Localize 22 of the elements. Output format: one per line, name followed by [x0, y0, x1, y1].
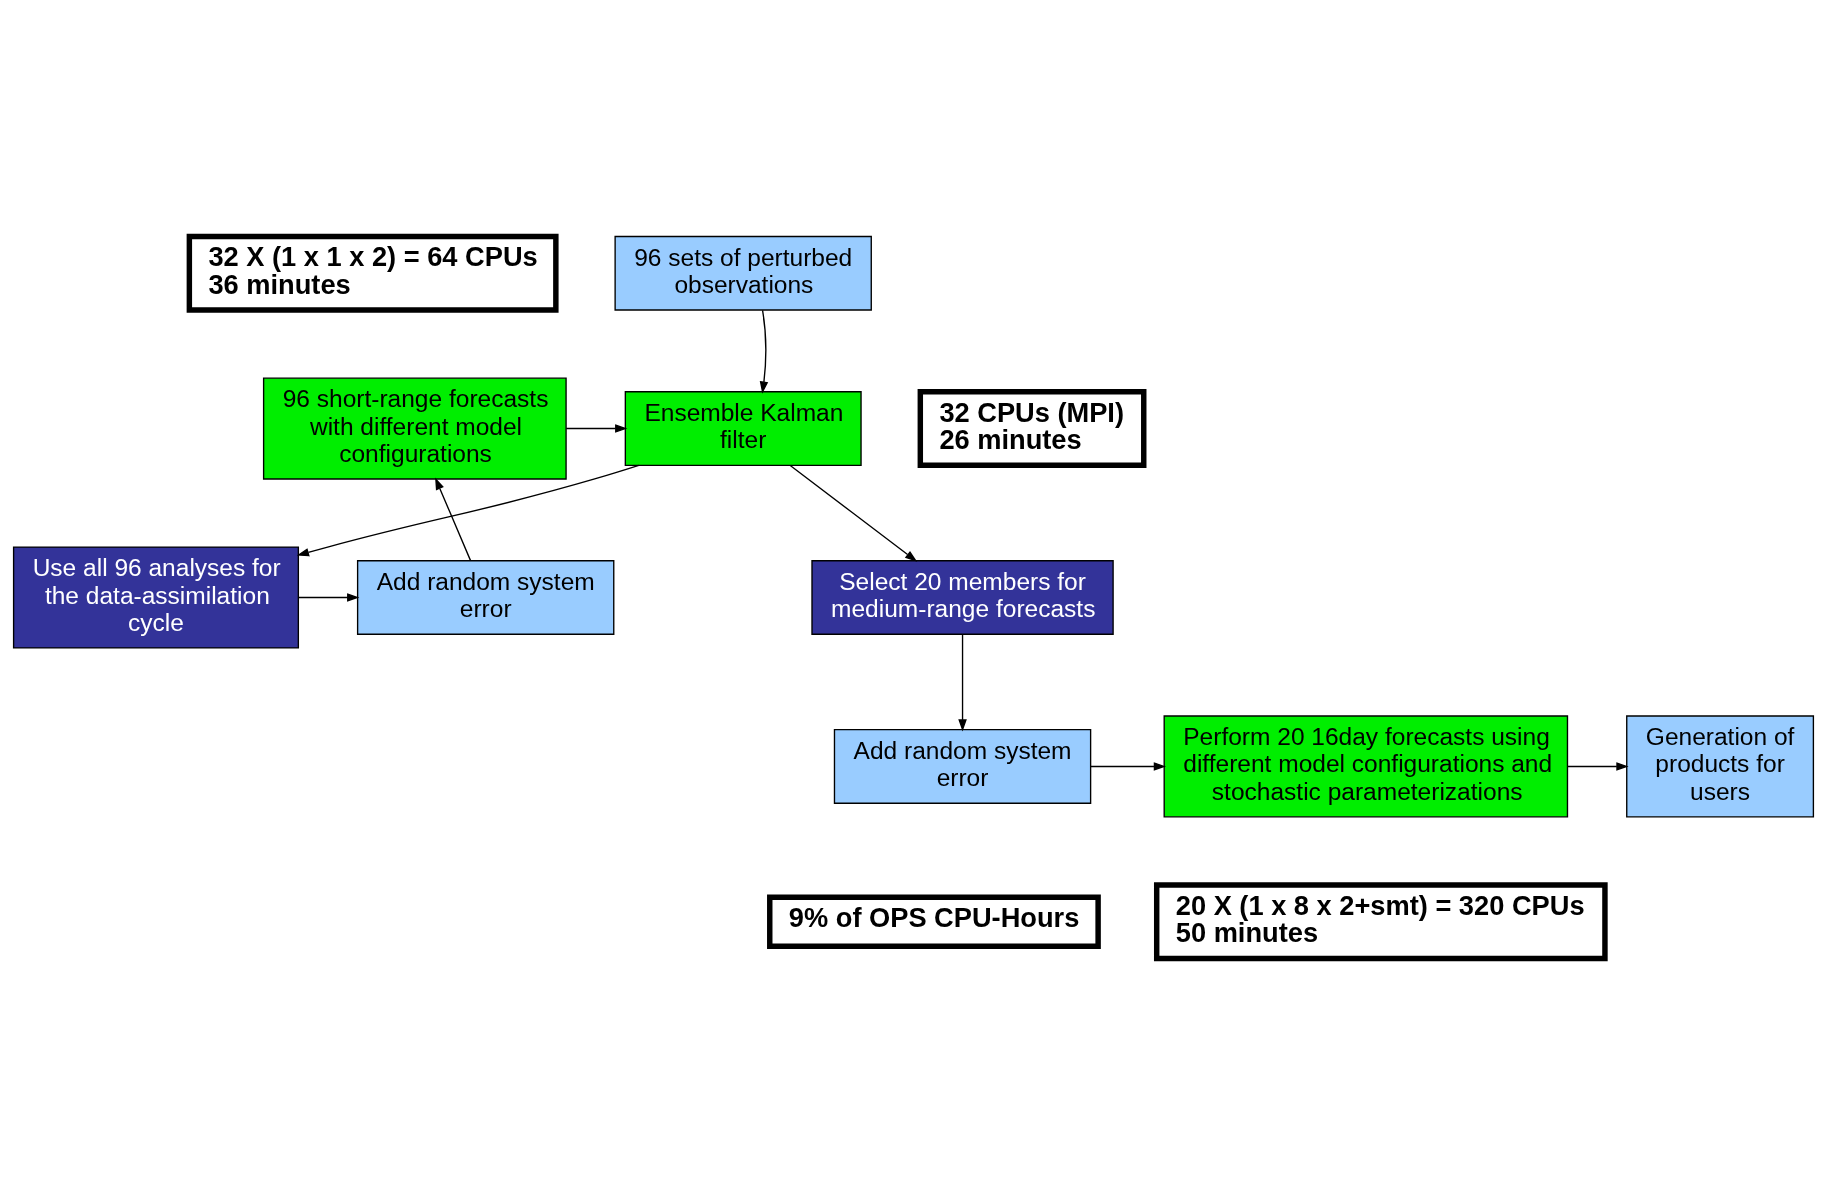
arrow: [958, 633, 967, 732]
node-box: Add random system error: [833, 728, 1092, 804]
node-box: 96 sets of perturbed observations: [614, 235, 872, 311]
node-box: 32 CPUs (MPI) 26 minutes: [917, 388, 1147, 468]
node-box: 20 X (1 x 8 x 2+smt) = 320 CPUs 50 minutes: [1153, 881, 1608, 961]
arrow: [565, 423, 628, 433]
arrow: [298, 592, 360, 602]
node-box: Ensemble Kalman filter: [624, 390, 862, 466]
arrow: [435, 476, 472, 561]
node-box: Use all 96 analyses for the data-assimilation cycle: [12, 545, 300, 649]
node-box: 32 X (1 x 1 x 2) = 64 CPUs 36 minutes: [186, 233, 559, 313]
arrow: [1090, 761, 1167, 771]
arrow: [296, 464, 640, 556]
node-box: 9% of OPS CPU-Hours: [767, 894, 1101, 949]
arrow: [1566, 761, 1629, 771]
node-box: Add random system error: [356, 559, 615, 635]
node-box: 96 short-range forecasts with different model configurations: [262, 376, 567, 480]
node-box: Generation of products for users: [1626, 714, 1815, 818]
node-box: Perform 20 16day forecasts using different model configurations and stochastic parameterizations: [1163, 714, 1569, 818]
arrow: [759, 309, 769, 394]
arrow: [789, 464, 918, 562]
node-box: Select 20 members for medium-range forecasts: [811, 559, 1114, 635]
